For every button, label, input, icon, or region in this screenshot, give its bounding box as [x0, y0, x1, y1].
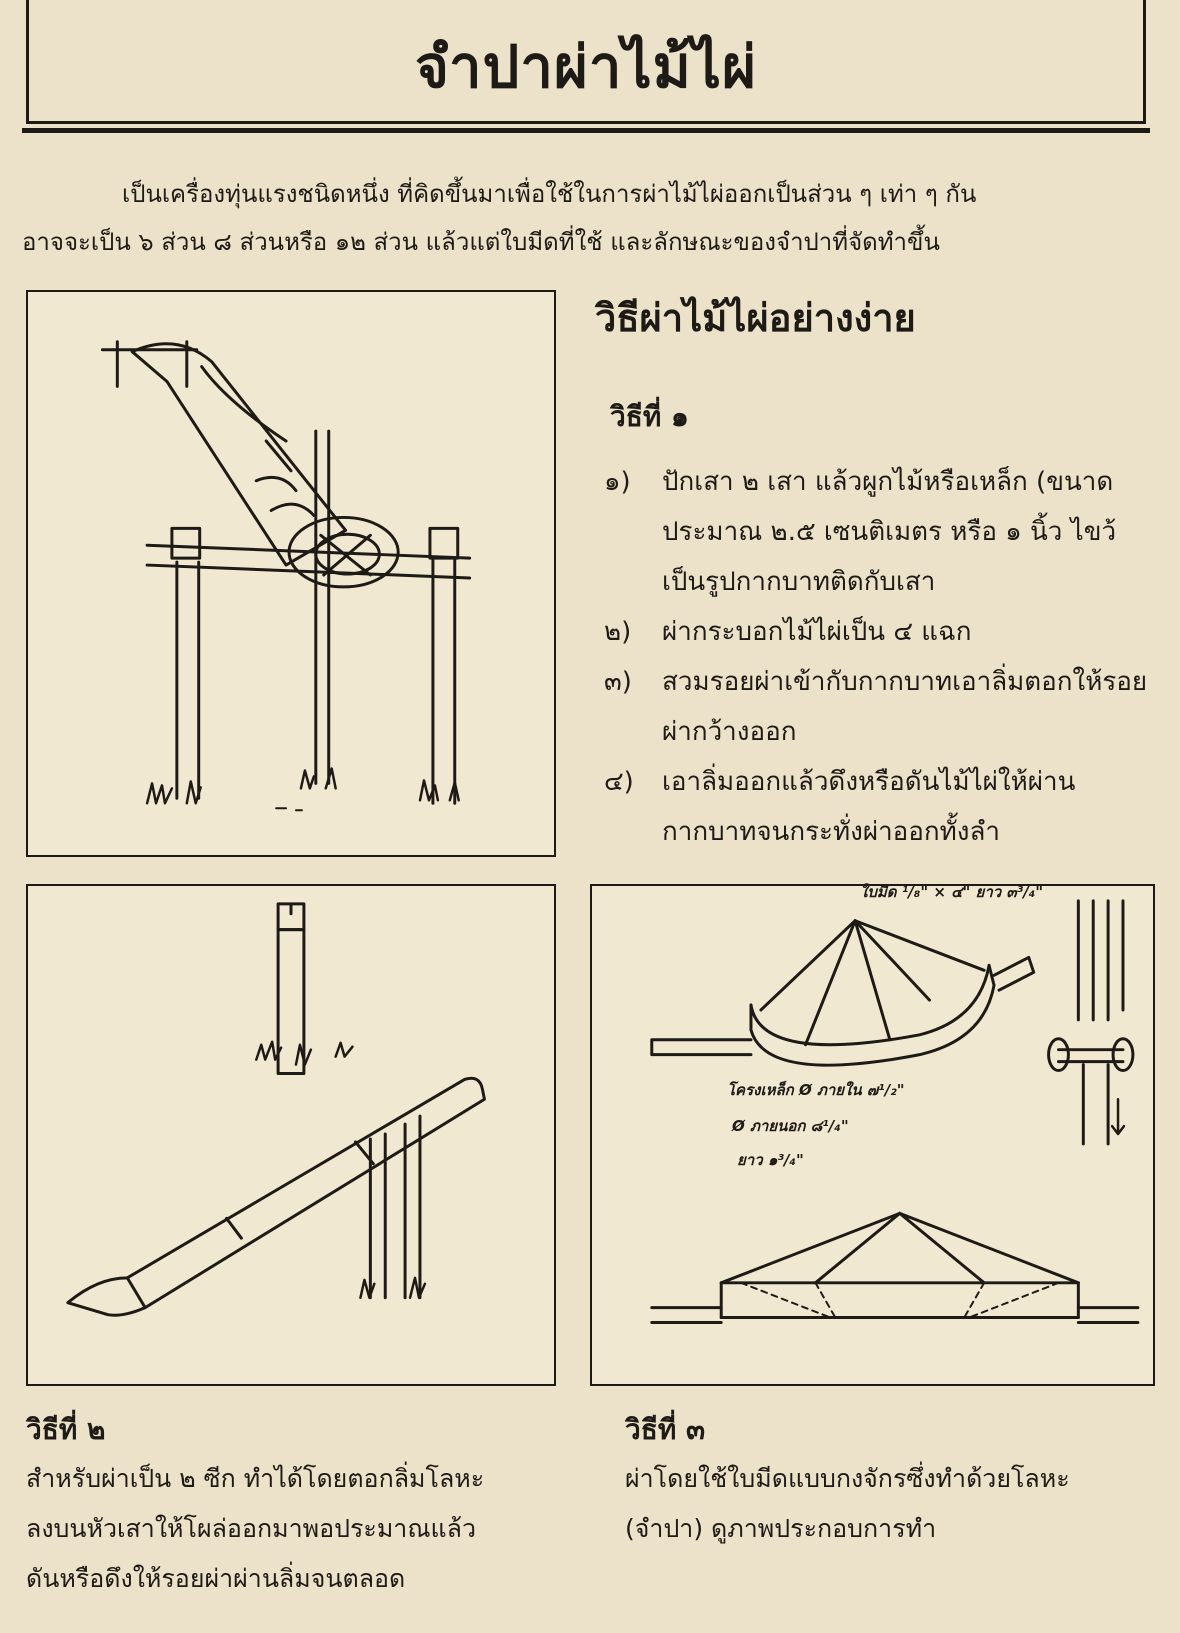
method2-title: วิธีที่ ๒ [26, 1413, 106, 1446]
step-number: ๓) [604, 667, 632, 697]
step-number: ๔) [604, 767, 634, 797]
step-text: เอาลิ่มออกแล้วดึงหรือดันไม้ไผ่ให้ผ่านกาก… [662, 767, 1076, 847]
step-text: ปักเสา ๒ เสา แล้วผูกไม้หรือเหล็ก (ขนาดปร… [662, 467, 1117, 597]
method2-line: ลงบนหัวเสาให้โผล่ออกมาพอประมาณแล้ว [26, 1514, 477, 1543]
step-number: ๒) [604, 617, 632, 647]
step-text: สวมรอยผ่าเข้ากับกากบาทเอาลิ่มตอกให้รอยผ่… [662, 667, 1148, 747]
method2-block: วิธีที่ ๒ สำหรับผ่าเป็น ๒ ซีก ทำได้โดยตอ… [26, 1408, 586, 1604]
intro-line-1: เป็นเครื่องทุ่นแรงชนิดหนึ่ง ที่คิดขึ้นมา… [122, 180, 977, 208]
method2-line: สำหรับผ่าเป็น ๒ ซีก ทำได้โดยตอกลิ่มโลหะ [26, 1464, 485, 1493]
intro-paragraph: เป็นเครื่องทุ่นแรงชนิดหนึ่ง ที่คิดขึ้นมา… [22, 170, 1150, 266]
intro-line-2: อาจจะเป็น ๖ ส่วน ๘ ส่วนหรือ ๑๒ ส่วน แล้ว… [22, 228, 940, 256]
length-annotation: ยาว ๑³/₄" [737, 1151, 804, 1169]
title-box: จำปาผ่าไม้ไผ่ [26, 0, 1146, 124]
method3-block: วิธีที่ ๓ ผ่าโดยใช้ใบมีดแบบกงจักรซึ่งทำด… [625, 1408, 1165, 1554]
title-rule [22, 128, 1150, 133]
method3-line: (จำปา) ดูภาพประกอบการทำ [625, 1514, 937, 1543]
method1-step: ๓) สวมรอยผ่าเข้ากับกากบาทเอาลิ่มตอกให้รอ… [604, 657, 1155, 757]
method2-illustration [26, 884, 556, 1386]
frame-outer-annotation: Ø ภายนอก ๘¹/₄" [732, 1117, 849, 1135]
step-text: ผ่ากระบอกไม้ไผ่เป็น ๔ แฉก [662, 617, 972, 647]
method1-illustration [26, 290, 556, 857]
method3-line: ผ่าโดยใช้ใบมีดแบบกงจักรซึ่งทำด้วยโลหะ [625, 1464, 1070, 1493]
section-heading: วิธีผ่าไม้ไผ่อย่างง่าย [595, 296, 916, 340]
method3-illustration: ใบมีด ¹/₈" × ๔" ยาว ๓³/₄" โครงเหล็ก Ø ภา… [590, 883, 1155, 1386]
method1-title: วิธีที่ ๑ [610, 400, 689, 433]
frame-inner-annotation: โครงเหล็ก Ø ภายใน ๗¹/₂" [727, 1081, 905, 1099]
method1-block: วิธีที่ ๑ ๑) ปักเสา ๒ เสา แล้วผูกไม้หรือ… [604, 395, 1155, 857]
method3-title: วิธีที่ ๓ [625, 1413, 706, 1446]
method1-step: ๒) ผ่ากระบอกไม้ไผ่เป็น ๔ แฉก [604, 607, 1155, 657]
method1-step: ๑) ปักเสา ๒ เสา แล้วผูกไม้หรือเหล็ก (ขนา… [604, 457, 1155, 607]
method2-line: ดันหรือดึงให้รอยผ่าผ่านลิ่มจนตลอด [26, 1564, 406, 1593]
page-title: จำปาผ่าไม้ไผ่ [414, 33, 758, 101]
blade-annotation: ใบมีด ¹/₈" × ๔" ยาว ๓³/₄" [860, 883, 1044, 901]
step-number: ๑) [604, 467, 631, 497]
method1-step: ๔) เอาลิ่มออกแล้วดึงหรือดันไม้ไผ่ให้ผ่าน… [604, 757, 1155, 857]
